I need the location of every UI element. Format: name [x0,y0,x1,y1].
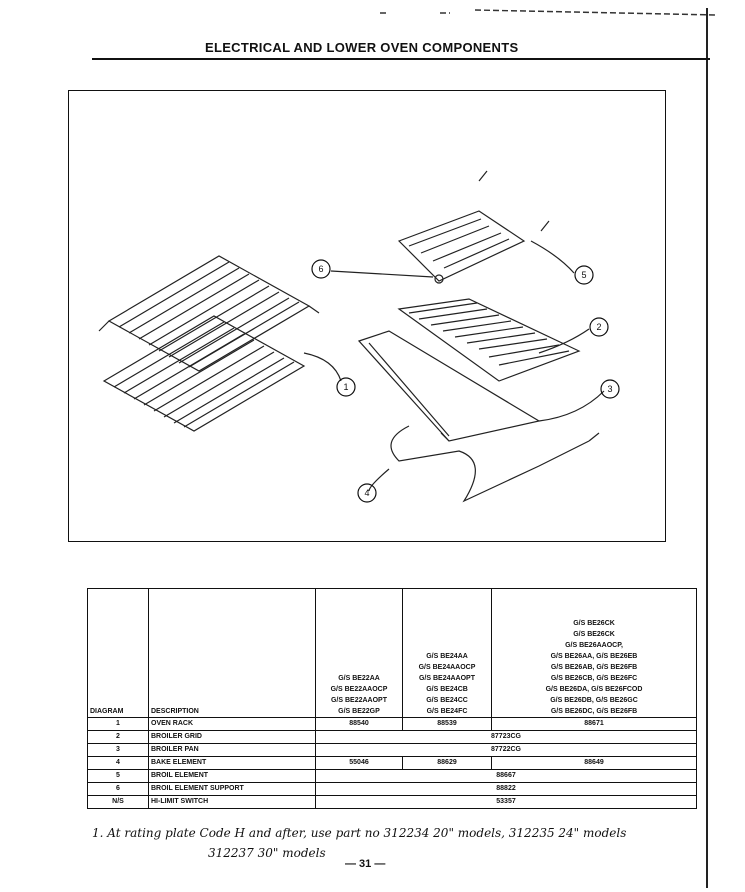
handwritten-note-continued: 312237 30" models [208,846,326,860]
broiler-pan [357,330,541,442]
oven-rack-upper [98,255,320,372]
col-diagram: DIAGRAM [87,588,149,718]
oven-rack-lower [102,315,306,432]
handwritten-note: 1. At rating plate Code H and after, use… [92,826,627,840]
parts-diagram: 1 2 3 4 5 6 [68,90,666,542]
bake-element [390,425,600,503]
callout-2: 2 [596,322,601,332]
callout-1: 1 [343,382,348,392]
callout-6: 6 [318,264,323,274]
col-description: DESCRIPTION [148,588,316,718]
page-number: — 31 — [345,858,386,870]
broil-element [397,170,550,282]
callout-3: 3 [607,384,612,394]
callout-4: 4 [364,488,369,498]
scan-marks [380,4,716,16]
callout-5: 5 [581,270,586,280]
title-rule [92,58,710,60]
broiler-grid [397,298,581,382]
page-title: ELECTRICAL AND LOWER OVEN COMPONENTS [205,40,519,55]
page-edge [706,8,708,888]
